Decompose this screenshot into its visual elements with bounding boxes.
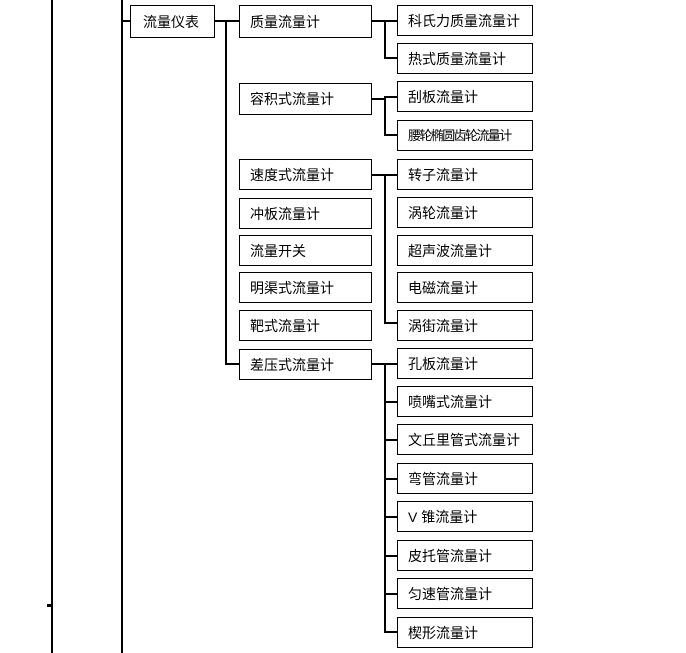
connector-root-inlet [121, 20, 131, 22]
connector-dp-out [372, 363, 386, 365]
connector-volumetric-spine [384, 96, 386, 136]
node-thermal-mass-flowmeter[interactable]: 热式质量流量计 [397, 43, 533, 74]
connector-volumetric-out [372, 98, 386, 100]
node-roots-oval-gear-flowmeter[interactable]: 腰轮椭圆齿轮流量计 [397, 120, 533, 151]
connector-dp-child-5 [384, 516, 398, 518]
node-elbow-flowmeter[interactable]: 弯管流量计 [397, 463, 533, 494]
node-pitot-tube-flowmeter[interactable]: 皮托管流量计 [397, 540, 533, 571]
node-rotameter[interactable]: 转子流量计 [397, 159, 533, 190]
node-differential-pressure-flowmeter[interactable]: 差压式流量计 [239, 349, 372, 380]
connector-mass-child-2 [384, 57, 398, 59]
connector-mass-child-1 [384, 20, 398, 22]
node-electromagnetic-flowmeter[interactable]: 电磁流量计 [397, 272, 533, 303]
connector-root-spine [225, 20, 227, 365]
node-scraper-flowmeter[interactable]: 刮板流量计 [397, 81, 533, 112]
page-rule-left [51, 0, 53, 653]
connector-root-to-dp [225, 363, 240, 365]
connector-mass-out [372, 20, 386, 22]
node-orifice-plate-flowmeter[interactable]: 孔板流量计 [397, 348, 533, 379]
node-velocity-flowmeter[interactable]: 速度式流量计 [239, 159, 372, 190]
node-venturi-tube-flowmeter[interactable]: 文丘里管式流量计 [397, 424, 533, 455]
connector-dp-child-3 [384, 439, 398, 441]
connector-volumetric-child-2 [384, 134, 398, 136]
connector-dp-child-7 [384, 593, 398, 595]
connector-dp-child-4 [384, 478, 398, 480]
node-nozzle-flowmeter[interactable]: 喷嘴式流量计 [397, 386, 533, 417]
node-root-flow-instrument[interactable]: 流量仪表 [130, 5, 215, 38]
node-impact-plate-flowmeter[interactable]: 冲板流量计 [239, 198, 372, 229]
node-averaging-pitot-flowmeter[interactable]: 匀速管流量计 [397, 578, 533, 609]
connector-dp-child-1 [384, 363, 398, 365]
connector-root-to-mass [225, 20, 240, 22]
node-flow-switch[interactable]: 流量开关 [239, 235, 372, 266]
node-target-flowmeter[interactable]: 靶式流量计 [239, 310, 372, 341]
connector-dp-child-6 [384, 555, 398, 557]
node-volumetric-flowmeter[interactable]: 容积式流量计 [239, 83, 372, 115]
connector-dp-spine [384, 363, 386, 633]
node-wedge-flowmeter[interactable]: 楔形流量计 [397, 617, 533, 648]
node-vortex-flowmeter[interactable]: 涡街流量计 [397, 310, 533, 341]
node-ultrasonic-flowmeter[interactable]: 超声波流量计 [397, 235, 533, 266]
connector-dp-child-2 [384, 401, 398, 403]
connector-velocity-child-1 [384, 174, 398, 176]
connector-dp-child-8 [384, 631, 398, 633]
connector-velocity-child-5 [384, 322, 398, 324]
node-turbine-flowmeter[interactable]: 涡轮流量计 [397, 197, 533, 228]
connector-velocity-out [372, 174, 386, 176]
connector-root-out [215, 20, 227, 22]
node-mass-flowmeter[interactable]: 质量流量计 [239, 5, 372, 38]
node-v-cone-flowmeter[interactable]: V 锥流量计 [397, 501, 533, 532]
page-rule-tick [47, 604, 51, 607]
node-open-channel-flowmeter[interactable]: 明渠式流量计 [239, 272, 372, 303]
connector-volumetric-child-1 [384, 96, 398, 98]
node-coriolis-mass-flowmeter[interactable]: 科氏力质量流量计 [397, 5, 533, 36]
connector-mass-spine [384, 20, 386, 59]
page-rule-inner [121, 0, 123, 653]
connector-velocity-spine [384, 174, 386, 324]
